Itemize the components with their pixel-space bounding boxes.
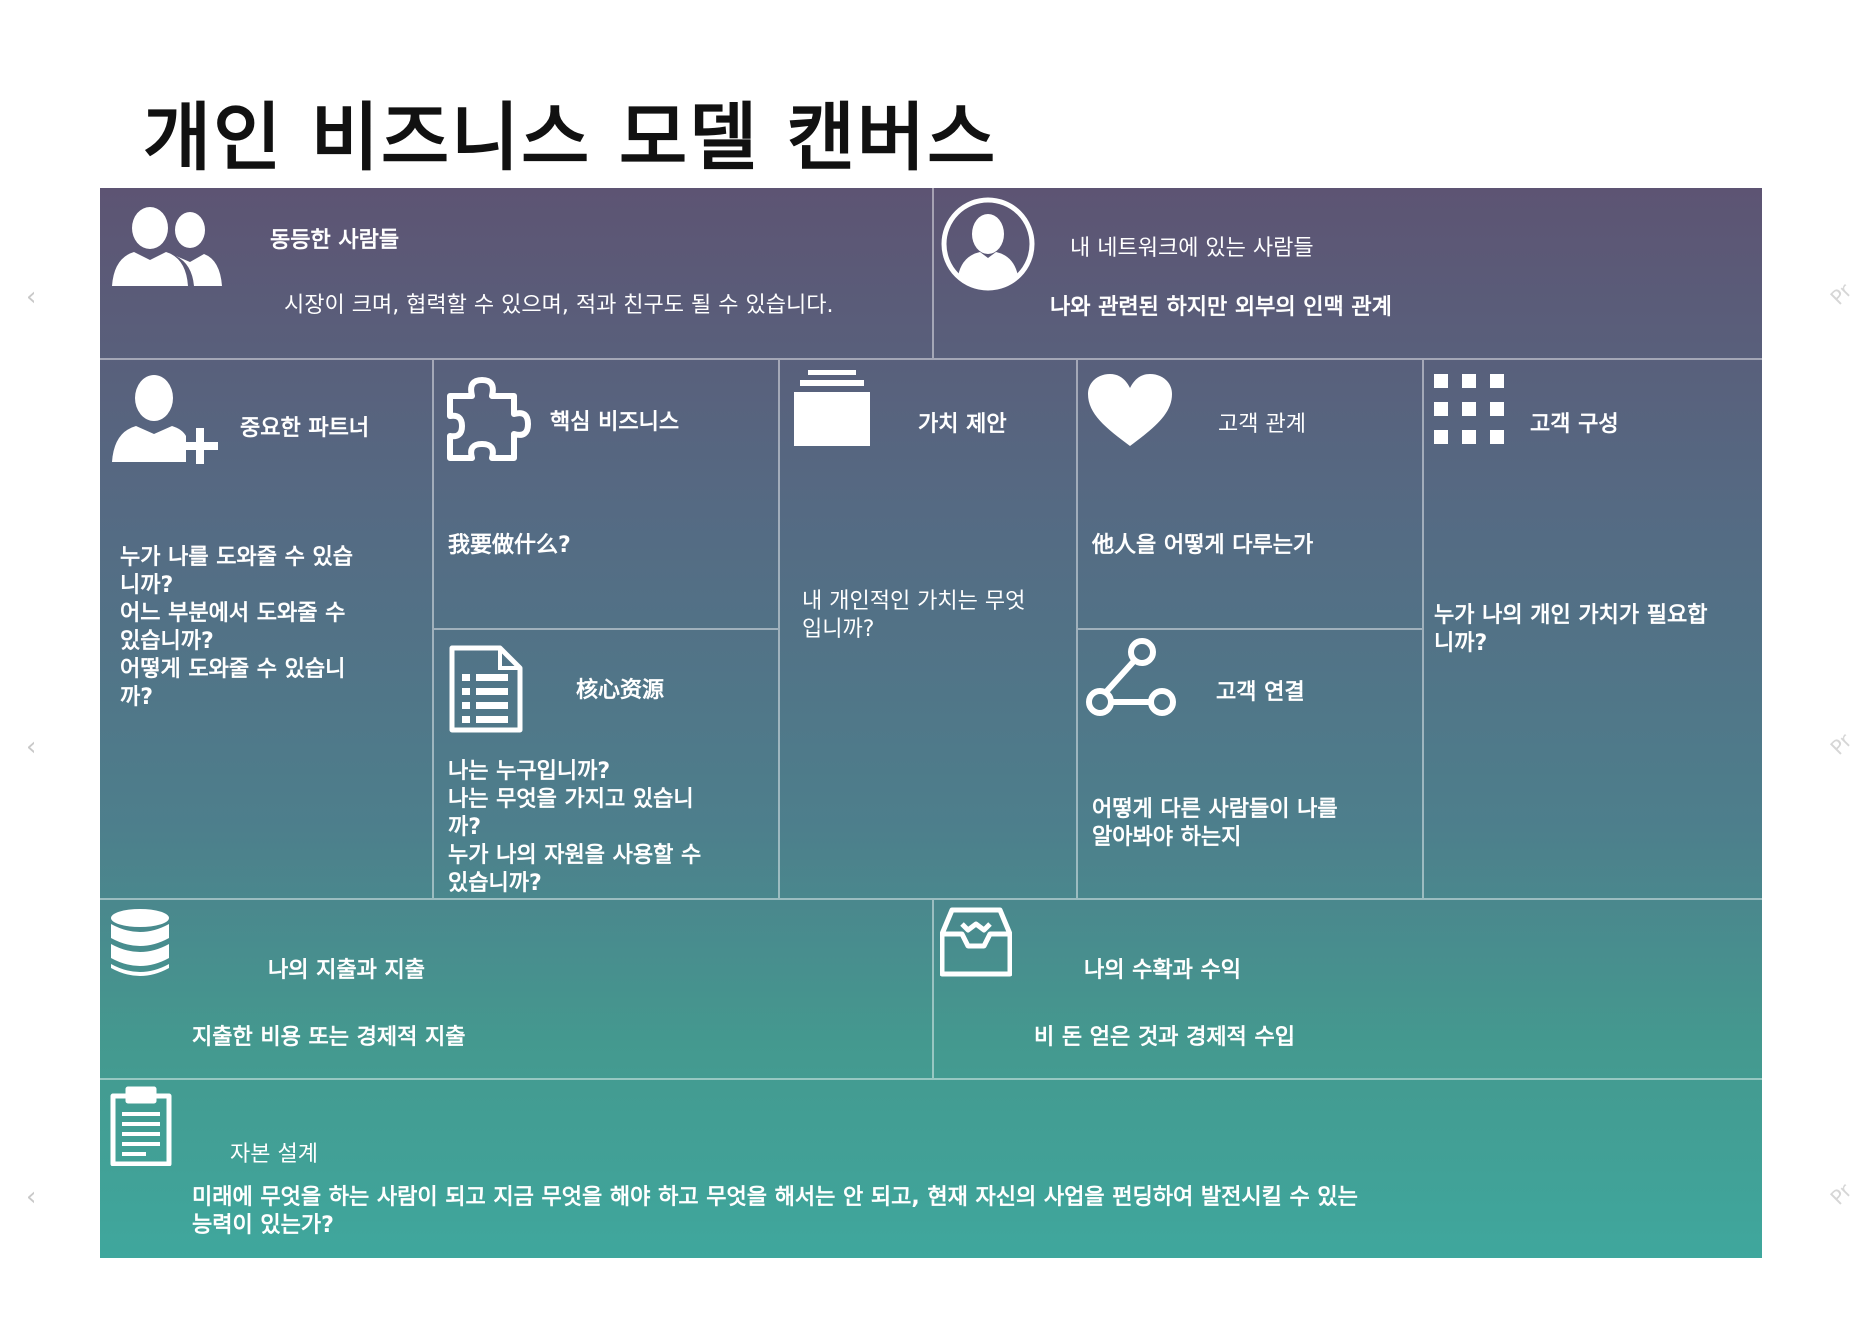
text-line: 어느 부분에서 도와줄 수 xyxy=(120,601,346,626)
cell-revenue: 나의 수확과 수익 비 돈 얻은 것과 경제적 수입 xyxy=(934,900,1762,1080)
grid-icon xyxy=(1434,374,1506,446)
text-line: 능력이 있는가? xyxy=(192,1213,334,1238)
label-network: 내 네트워크에 있는 사람들 xyxy=(1070,236,1314,261)
page-title: 개인 비즈니스 모델 캔버스 xyxy=(143,95,998,181)
text-line: 나는 무엇을 가지고 있습니 xyxy=(448,787,694,812)
prev-arrow-icon[interactable]: ‹ xyxy=(26,732,37,762)
puzzle-icon xyxy=(442,374,532,464)
cell-segment: 고객 구성 누가 나의 개인 가치가 필요합 니까? xyxy=(1424,360,1762,900)
text-line: 미래에 무엇을 하는 사람이 되고 지금 무엇을 해야 하고 무엇을 해서는 안… xyxy=(192,1185,1358,1210)
label-revenue: 나의 수확과 수익 xyxy=(1084,958,1241,983)
text-line: 누가 나의 개인 가치가 필요합 xyxy=(1434,603,1708,628)
text-line: 알아봐야 하는지 xyxy=(1092,825,1242,850)
text-channels: 어떻게 다른 사람들이 나를 알아봐야 하는지 xyxy=(1092,796,1338,852)
text-line: 니까? xyxy=(120,573,174,598)
text-peers: 시장이 크며, 협력할 수 있으며, 적과 친구도 될 수 있습니다. xyxy=(284,293,834,318)
label-costs: 나의 지출과 지출 xyxy=(268,958,425,983)
cell-capital: 자본 설계 미래에 무엇을 하는 사람이 되고 지금 무엇을 해야 하고 무엇을… xyxy=(100,1080,1762,1258)
cell-costs: 나의 지출과 지출 지출한 비용 또는 경제적 지출 xyxy=(100,900,934,1080)
text-line: 있습니까? xyxy=(120,629,214,654)
text-line: 까? xyxy=(120,685,154,710)
document-list-icon xyxy=(448,644,524,734)
cell-network: 내 네트워크에 있는 사람들 나와 관련된 하지만 외부의 인맥 관계 xyxy=(934,188,1762,360)
label-peers: 동등한 사람들 xyxy=(270,228,400,253)
watermark: Pr xyxy=(1825,278,1857,310)
watermark: Pr xyxy=(1825,1178,1857,1210)
text-line: 어떻게 다른 사람들이 나를 xyxy=(1092,797,1338,822)
text-costs: 지출한 비용 또는 경제적 지출 xyxy=(192,1025,466,1050)
watermark: Pr xyxy=(1825,728,1857,760)
text-line: 누가 나의 자원을 사용할 수 xyxy=(448,843,702,868)
text-line: 나는 누구입니까? xyxy=(448,759,611,784)
stack-tray-icon xyxy=(794,368,870,448)
label-value: 가치 제안 xyxy=(918,412,1007,437)
cell-value: 가치 제안 내 개인적인 가치는 무엇 입니까? xyxy=(780,360,1078,900)
text-line: 입니까? xyxy=(802,617,875,642)
prev-arrow-icon[interactable]: ‹ xyxy=(26,1182,37,1212)
business-model-canvas: 동등한 사람들 시장이 크며, 협력할 수 있으며, 적과 친구도 될 수 있습… xyxy=(100,188,1762,1258)
text-line: 누가 나를 도와줄 수 있습 xyxy=(120,545,354,570)
cell-channels: 고객 연결 어떻게 다른 사람들이 나를 알아봐야 하는지 xyxy=(1078,630,1424,900)
label-segment: 고객 구성 xyxy=(1530,412,1619,437)
text-capital: 미래에 무엇을 하는 사람이 되고 지금 무엇을 해야 하고 무엇을 해서는 안… xyxy=(192,1184,1358,1240)
prev-arrow-icon[interactable]: ‹ xyxy=(26,282,37,312)
label-resources: 核心资源 xyxy=(576,678,665,703)
inbox-icon xyxy=(940,906,1012,978)
cell-peers: 동등한 사람들 시장이 크며, 협력할 수 있으며, 적과 친구도 될 수 있습… xyxy=(100,188,934,360)
cell-business: 핵심 비즈니스 我要做什么? xyxy=(434,360,780,630)
text-business: 我要做什么? xyxy=(448,533,571,558)
text-line: 니까? xyxy=(1434,631,1488,656)
text-network: 나와 관련된 하지만 외부의 인맥 관계 xyxy=(1050,295,1392,320)
two-people-icon xyxy=(110,206,222,286)
text-revenue: 비 돈 얻은 것과 경제적 수입 xyxy=(1034,1025,1295,1050)
text-line: 있습니까? xyxy=(448,871,542,896)
text-relation: 他人을 어떻게 다루는가 xyxy=(1092,533,1314,558)
heart-icon xyxy=(1086,372,1174,448)
text-resources: 나는 누구입니까? 나는 무엇을 가지고 있습니 까? 누가 나의 자원을 사용… xyxy=(448,758,701,898)
clipboard-icon xyxy=(110,1086,172,1166)
label-business: 핵심 비즈니스 xyxy=(550,410,680,435)
share-nodes-icon xyxy=(1086,636,1178,720)
database-icon xyxy=(110,908,170,978)
cell-resources: 核心资源 나는 누구입니까? 나는 무엇을 가지고 있습니 까? 누가 나의 자… xyxy=(434,630,780,900)
label-relation: 고객 관계 xyxy=(1218,412,1306,437)
label-partners: 중요한 파트너 xyxy=(240,416,370,441)
label-capital: 자본 설계 xyxy=(230,1142,318,1167)
cell-relation: 고객 관계 他人을 어떻게 다루는가 xyxy=(1078,360,1424,630)
text-line: 내 개인적인 가치는 무엇 xyxy=(802,589,1026,614)
cell-partners: 중요한 파트너 누가 나를 도와줄 수 있습 니까? 어느 부분에서 도와줄 수… xyxy=(100,360,434,900)
text-value: 내 개인적인 가치는 무엇 입니까? xyxy=(802,588,1025,644)
text-partners: 누가 나를 도와줄 수 있습 니까? 어느 부분에서 도와줄 수 있습니까? 어… xyxy=(120,544,353,712)
text-segment: 누가 나의 개인 가치가 필요합 니까? xyxy=(1434,602,1708,658)
label-channels: 고객 연결 xyxy=(1216,680,1305,705)
text-line: 까? xyxy=(448,815,482,840)
text-line: 어떻게 도와줄 수 있습니 xyxy=(120,657,346,682)
person-plus-icon xyxy=(110,374,220,466)
person-circle-icon xyxy=(940,196,1036,292)
